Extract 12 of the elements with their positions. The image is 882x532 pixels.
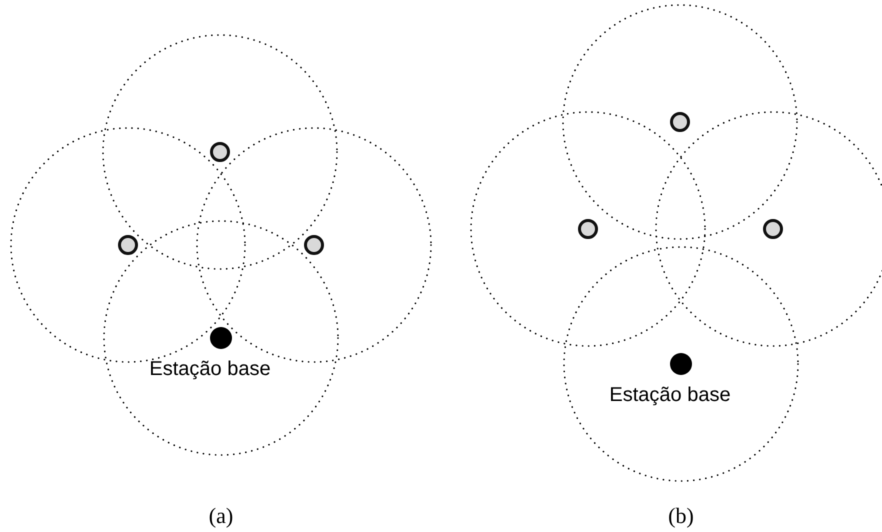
sensor-node-circle: [670, 112, 690, 132]
sensor-node-circle: [118, 235, 138, 255]
base-station-dot: [210, 327, 232, 349]
sensor-node-circle: [210, 142, 230, 162]
node-caption: Estação base: [609, 384, 731, 407]
panel-label: (b): [668, 503, 694, 529]
sensor-node-circle: [578, 219, 598, 239]
sensor-node-circle: [763, 219, 783, 239]
base-station-dot: [670, 353, 692, 375]
sensor-node-circle: [304, 235, 324, 255]
panel-label: (a): [208, 503, 234, 529]
node-caption: Estação base: [149, 358, 271, 381]
